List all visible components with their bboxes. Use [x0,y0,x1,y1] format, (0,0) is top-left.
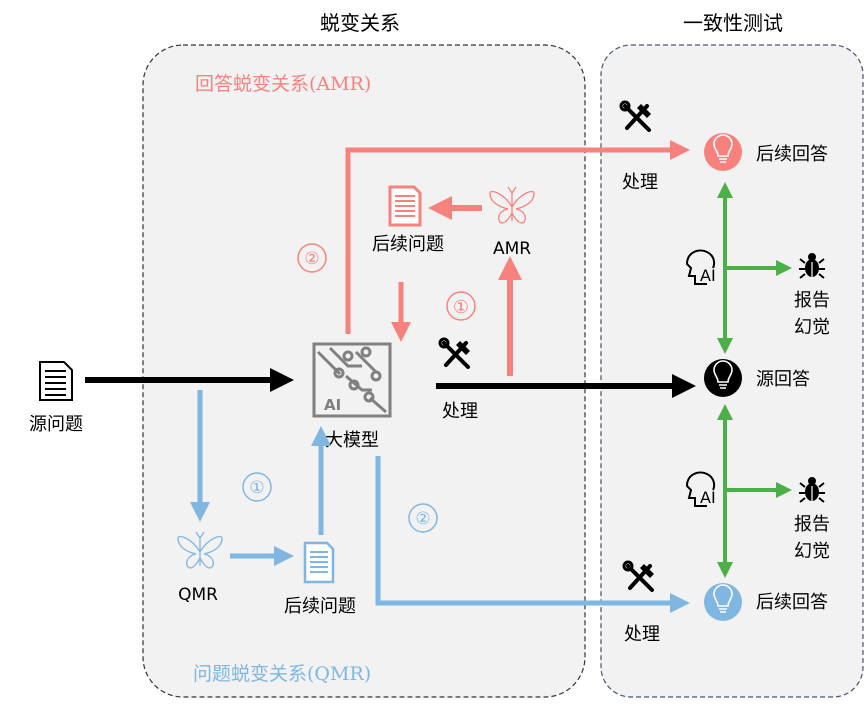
followup-question-label: 后续问题 [372,234,444,255]
followup-answer-bulb-icon [704,133,742,171]
hallucination-label: 幻觉 [794,541,830,562]
qmr-title: 问题蜕变关系(QMR) [193,663,371,685]
step-circle [242,472,272,502]
document-icon [388,185,422,227]
ai-badge: AI [700,266,716,285]
title-metamorphic: 蜕变关系 [320,11,400,35]
source-answer-bulb-icon [704,359,742,397]
report-label: 报告 [794,290,830,311]
report-label: 报告 [794,514,830,535]
step-label: ① [453,297,469,318]
step-circle [297,243,327,273]
ai-chip-icon: AI [312,342,392,418]
step-label: ① [249,478,264,498]
source-answer-label: 源回答 [756,369,810,390]
svg-text:AI: AI [324,396,341,414]
qmr-label: QMR [178,585,218,605]
arrow-model-to-followup-answer [375,456,690,613]
followup-question-label: 后续问题 [284,596,356,617]
ai-badge: AI [700,488,716,507]
followup-answer-bulb-icon [704,583,742,621]
model-label: 大模型 [325,430,379,451]
title-consistency: 一致性测试 [683,11,783,35]
followup-answer-label: 后续回答 [756,592,828,613]
followup-answer-label: 后续回答 [756,144,828,165]
document-icon [39,361,73,401]
amr-label: AMR [493,239,531,259]
process-label: 处理 [622,172,658,193]
step-circle [446,291,476,321]
arrow-model-to-followup-answer [345,140,690,334]
process-label: 处理 [624,624,660,645]
step-circle [408,503,438,533]
amr-title: 回答蜕变关系(AMR) [195,73,371,95]
hallucination-label: 幻觉 [794,317,830,338]
source-question-label: 源问题 [29,414,83,435]
process-label: 处理 [442,401,478,422]
document-icon [303,541,335,584]
step-label: ② [415,509,430,529]
step-label: ② [304,249,319,269]
